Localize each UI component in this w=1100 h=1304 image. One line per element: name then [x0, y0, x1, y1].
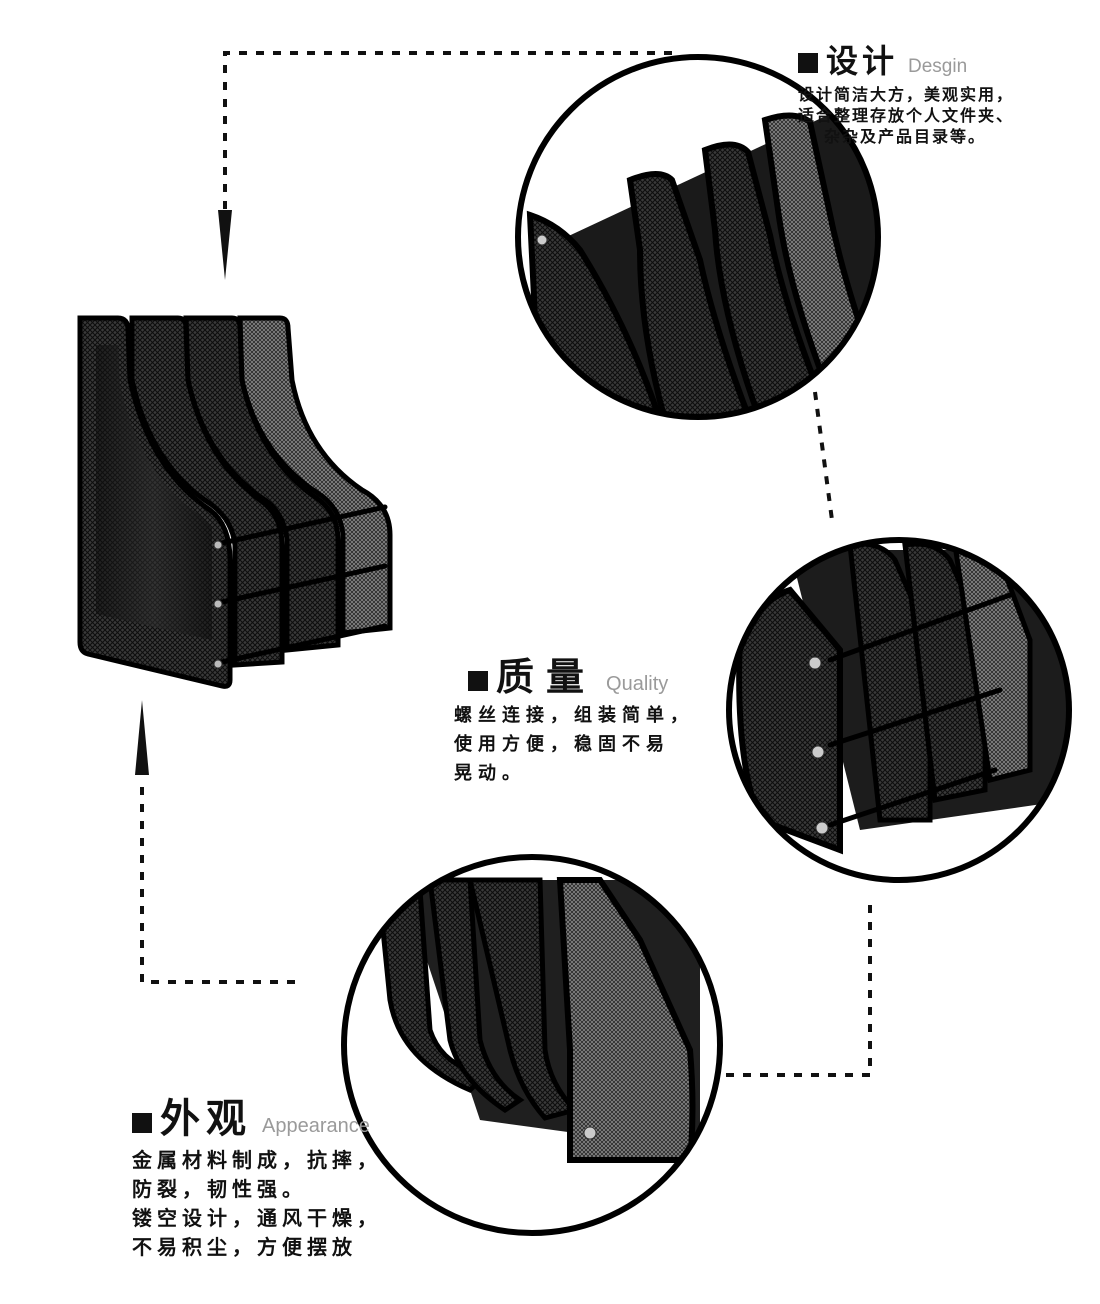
feature-quality-line: 晃动。	[454, 763, 526, 784]
detail-circle-design	[515, 54, 881, 420]
feature-appearance-description: 金属材料制成，抗摔， 防裂，韧性强。 镂空设计，通风干燥， 不易积尘，方便摆放	[132, 1146, 382, 1262]
dotted-connectors	[140, 51, 872, 1077]
black-square-icon	[132, 1113, 152, 1133]
arrow-head-icon	[218, 210, 232, 280]
feature-appearance-line: 防裂，韧性强。	[132, 1177, 307, 1201]
feature-design-line: 适合整理存放个人文件夹、	[798, 106, 1015, 125]
feature-quality-title-cn: 质量	[496, 654, 597, 699]
feature-design-title-en: Desgin	[908, 56, 968, 77]
feature-design-line: 杂杂及产品目录等。	[824, 127, 987, 146]
feature-design-title-cn: 设计	[826, 42, 899, 80]
feature-appearance-line: 镂空设计，通风干燥，	[132, 1206, 382, 1230]
feature-appearance-title-cn: 外观	[160, 1095, 252, 1142]
detail-circle-appearance	[341, 854, 723, 1236]
feature-appearance-title-en: Appearance	[262, 1115, 370, 1137]
feature-quality-title-en: Quality	[606, 673, 669, 695]
connector-right-upper	[813, 391, 834, 521]
file-rack-product-image	[77, 315, 393, 689]
connector-top	[223, 51, 672, 215]
black-square-icon	[798, 53, 818, 73]
detail-circle-quality	[726, 537, 1072, 883]
feature-quality-heading: 质量 Quality	[468, 646, 694, 701]
feature-design-description: 设计简洁大方，美观实用， 适合整理存放个人文件夹、 杂杂及产品目录等。	[798, 84, 1014, 147]
feature-design: 设计 Desgin 设计简洁大方，美观实用， 适合整理存放个人文件夹、 杂杂及产…	[798, 36, 1014, 147]
feature-quality-description: 螺丝连接，组装简单， 使用方便，稳固不易 晃动。	[454, 701, 694, 788]
feature-appearance-heading: 外观 Appearance	[132, 1086, 382, 1144]
connector-left	[140, 780, 295, 984]
feature-appearance-line: 金属材料制成，抗摔，	[132, 1148, 382, 1172]
arrow-head-icon	[135, 700, 149, 775]
feature-quality: 质量 Quality 螺丝连接，组装简单， 使用方便，稳固不易 晃动。	[454, 646, 694, 788]
feature-design-heading: 设计 Desgin	[798, 36, 1014, 82]
feature-quality-line: 螺丝连接，组装简单，	[454, 705, 694, 726]
feature-design-line: 设计简洁大方，美观实用，	[798, 85, 1015, 104]
feature-appearance-line: 不易积尘，方便摆放	[132, 1235, 357, 1259]
feature-quality-line: 使用方便，稳固不易	[454, 734, 670, 755]
feature-appearance: 外观 Appearance 金属材料制成，抗摔， 防裂，韧性强。 镂空设计，通风…	[132, 1086, 382, 1262]
black-square-icon	[468, 671, 488, 691]
connector-right-lower	[712, 905, 872, 1077]
